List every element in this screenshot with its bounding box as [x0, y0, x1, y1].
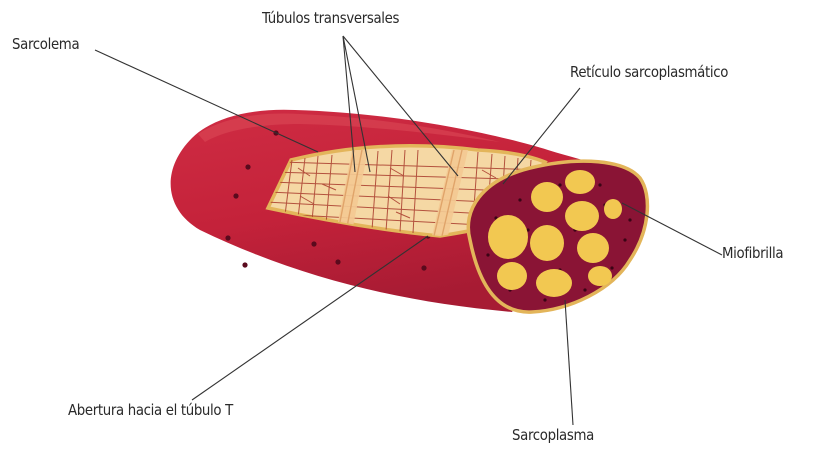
leader-sarcoplasma	[565, 300, 573, 425]
label-sarcolema: Sarcolema	[12, 35, 79, 53]
myofibril	[565, 170, 595, 194]
cross-section	[468, 161, 647, 312]
label-miofibrilla: Miofibrilla	[722, 244, 783, 262]
myofibril	[588, 266, 612, 286]
myofibril	[530, 225, 564, 261]
myofibril	[531, 182, 563, 212]
label-abertura-tubulo-t: Abertura hacia el túbulo T	[68, 401, 233, 419]
label-tubulos-transversales: Túbulos transversales	[262, 9, 399, 27]
myofibril	[497, 262, 527, 290]
myofibril	[577, 233, 609, 263]
myofibril	[565, 201, 599, 231]
myofibril	[536, 269, 572, 297]
myofibril	[604, 199, 622, 219]
label-sarcoplasma: Sarcoplasma	[512, 426, 594, 444]
myofibril	[488, 215, 528, 259]
label-reticulo-sarcoplasmatico: Retículo sarcoplasmático	[570, 63, 728, 81]
